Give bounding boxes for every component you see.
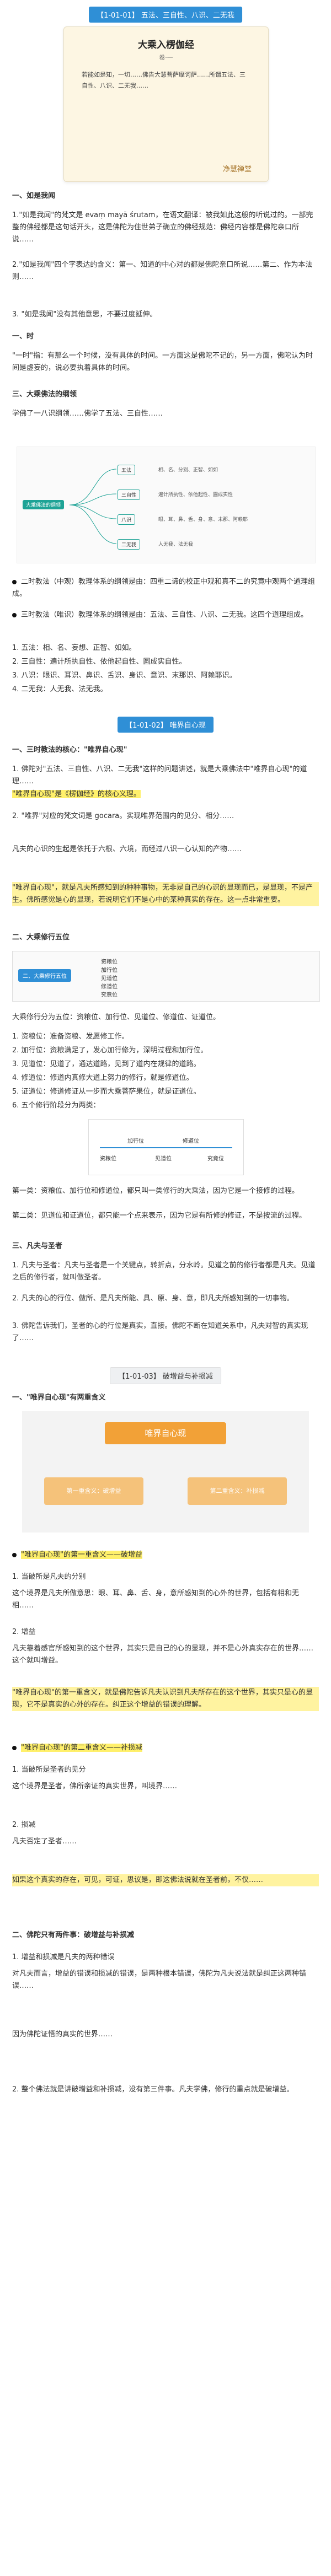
highlight-paragraph: "唯界自心现"，就是凡夫所感知到的种种事物，无非是自己的心识的显现而已，是显现，… — [12, 882, 319, 906]
mindmap-branch: 八识 — [118, 514, 136, 525]
paragraph: 2. 凡夫的心的行位、做所、是凡夫所能、具、原、身、意，即凡夫所感知到的一切事物… — [12, 1294, 294, 1303]
mindmap-root: 大乘佛法的纲领 — [23, 500, 65, 509]
bullet-icon — [12, 612, 17, 617]
paragraph: 对凡夫而言，增益的错误和损减的错误，是两种根本错误，佛陀为凡夫说法就是纠正这两种… — [12, 1970, 307, 1990]
paragraph: 1. 佛陀对"五法、三自性、八识、二无我"这样的问题讲述，就是大乘佛法中"唯界自… — [12, 765, 307, 786]
card-body: 若能如是知，一切……佛告大慧菩萨摩诃萨……所谓五法、三自性、八识、二无我…… — [82, 71, 245, 89]
section-tag: 【1-01-03】 破增益与补损减 — [110, 1367, 221, 1384]
bullet-icon — [12, 1745, 17, 1750]
flow-line — [100, 1147, 232, 1148]
list-item: 1. 五法：相、名、妄想、正智、如如。 — [12, 644, 136, 652]
two-meanings-diagram: 唯界自心现 第一重含义：破增益 第二重含义：补损减 — [22, 1411, 309, 1532]
heading: 一、如是我闻 — [12, 192, 56, 200]
card-seal: 净慧禅堂 — [222, 165, 252, 174]
section-tag: 【1-01-02】 唯界自心现 — [118, 717, 213, 733]
list-item: 2. 整个佛法就是讲破增益和补损减，没有第三件事。凡夫学佛，修行的重点就是破增益… — [12, 2085, 294, 2094]
stage-node: 修道位 — [101, 984, 118, 990]
paragraph: 凡夫靠着感官所感知到的这个世界，其实只是自己的心的显现，并不是心外真实存在的世界… — [12, 1644, 314, 1665]
diagram-left: 第一重含义：破增益 — [44, 1477, 143, 1505]
heading: 一、时 — [12, 332, 34, 341]
stage-diagram: 二、大乘修行五位 资粮位 加行位 见道位 修道位 究竟位 — [12, 951, 320, 1002]
list-item: 4. 修道位：修道内真修大道上努力的修行，就是修道位。 — [12, 1074, 194, 1082]
list-item: 5. 证道位：修道修证从一步而大乘菩萨果位，就是证道位。 — [12, 1088, 201, 1096]
mindmap-leaf: 相、名、分别、正智、如如 — [158, 467, 218, 473]
paragraph: 2. "唯界"对应的梵文词是 gocara。实现唯界范围内的见分、相分…… — [12, 812, 234, 820]
stage-node: 见道位 — [101, 976, 118, 982]
sutra-card: 大乘入楞伽经 卷·一 若能如是知，一切……佛告大慧菩萨摩诃萨……所谓五法、三自性… — [63, 26, 269, 182]
bullet-text: 二时教法（中观）教理体系的纲领是由：四重二谛的校正中观和真不二的究竟中观两个道理… — [12, 578, 316, 598]
mindmap-branch: 三自性 — [118, 490, 141, 500]
card-title: 大乘入楞伽经 — [138, 40, 194, 51]
mindmap-leaf: 遍计所执性、依他起性、圆成实性 — [158, 492, 233, 498]
list-item: 1. 增益和损减是凡夫的两种错误 — [12, 1953, 115, 1961]
list-item: 6. 五个修行阶段分为两类： — [12, 1101, 100, 1110]
mindmap-branch: 五法 — [118, 465, 136, 475]
heading: 三、大乘佛法的纲领 — [12, 390, 77, 399]
highlight-paragraph: "唯界自心现"的第一重含义，就是佛陀告诉凡夫认识到凡夫所存在的这个世界，其实只是… — [12, 1687, 319, 1711]
flow-label: 修道位 — [183, 1138, 199, 1144]
heading: 二、大乘修行五位 — [12, 933, 70, 942]
list-item: 1. 当破所是圣者的见分 — [12, 1766, 86, 1774]
paragraph: 凡夫的心识的生起是依托于六根、六境，而经过八识一心认知的产物…… — [12, 845, 242, 853]
paragraph: 这个境界是圣者，佛所亲证的真实世界，叫境界…… — [12, 1782, 178, 1790]
stage-node: 加行位 — [101, 967, 118, 974]
paragraph: 3. "如是我闻"没有其他意思，不要过度延伸。 — [12, 310, 157, 319]
highlight-heading: "唯界自心现"的第一重含义——破增益 — [21, 1551, 142, 1559]
paragraph: 学佛了一八识纲领……佛学了五法、三自性…… — [12, 410, 163, 418]
highlight-heading: "唯界自心现"的第二重含义——补损减 — [21, 1744, 142, 1752]
list-item: 4. 二无我：人无我、法无我。 — [12, 685, 108, 693]
list-item: 2. 损减 — [12, 1821, 36, 1829]
paragraph: 第二类：见道位和证道位，都只能一个点来表示，因为它是有所修的修证，不是按流的过程… — [12, 1212, 307, 1220]
flow-label: 究竟位 — [207, 1156, 224, 1162]
card-subtitle: 卷·一 — [159, 54, 173, 61]
paragraph: 2."如是我闻"四个字表达的含义：第一、知道的中心对的都是佛陀亲口所说……第二、… — [12, 261, 313, 281]
flow-label: 加行位 — [127, 1138, 144, 1144]
diagram-right: 第二重含义：补损减 — [188, 1477, 287, 1505]
list-item: 1. 当破所是凡夫的分别 — [12, 1573, 86, 1581]
list-item: 1. 资粮位：准备资粮、发愿修工作。 — [12, 1032, 129, 1041]
paragraph: "一时"指：有那么一个时候，没有具体的时间。一方面这是佛陀不记的，另一方面，佛陀… — [12, 352, 313, 372]
flow-label: 见道位 — [155, 1156, 172, 1162]
diagram-center: 唯界自心现 — [105, 1422, 226, 1444]
list-item: 2. 加行位：资粮满足了，发心加行修为，深明过程和加行位。 — [12, 1046, 208, 1055]
mindmap-lines — [69, 469, 117, 544]
list-item: 2. 增益 — [12, 1628, 36, 1636]
flow-label: 资粮位 — [100, 1156, 116, 1162]
paragraph: 第一类：资粮位、加行位和修道位，都只叫一类修行的大乘法，因为它是一个接修的过程。 — [12, 1187, 300, 1195]
mindmap-leaf: 人无我、法无我 — [158, 542, 194, 547]
bullet-icon — [12, 579, 17, 584]
highlight-paragraph: 如果这个真实的存在，可见，可证，思议是，即这佛法说就在圣者前，不仅…… — [12, 1874, 319, 1886]
stage-node: 究竟位 — [101, 992, 118, 998]
flow-diagram: 资粮位 加行位 见道位 修道位 究竟位 — [88, 1119, 244, 1175]
paragraph: 这个境界是凡夫所做意思：眼、耳、鼻、舌、身，意所感知到的心外的世界，包括有相和无… — [12, 1589, 300, 1610]
paragraph: 1."如是我闻"的梵文是 evaṃ mayā śrutam，在语文翻译：被我如此… — [12, 211, 313, 244]
list-item: 3. 见道位：见道了，通达道路，见到了道内在规律的道路。 — [12, 1060, 201, 1068]
bullet-paragraph: 三时教法（唯识）教理体系的纲领是由：五法、三自性、八识、二无我。这四个道理组成。 — [12, 609, 319, 621]
paragraph: 因为佛陀证悟的真实的世界…… — [12, 2030, 113, 2039]
stage-root: 二、大乘修行五位 — [18, 969, 71, 982]
paragraph: 凡夫否定了圣者…… — [12, 1837, 77, 1846]
bullet-icon — [12, 1552, 17, 1557]
heading: 一、"唯界自心现"有两重含义 — [12, 1394, 106, 1402]
paragraph: 3. 佛陀告诉我们，圣者的心的行位是真实，直接。佛陀不断在知道关系中，凡夫对智的… — [12, 1322, 308, 1342]
section-tag: 【1-01-01】 五法、三自性、八识、二无我 — [89, 7, 242, 23]
mindmap-leaf: 眼、耳、鼻、舌、身、意、末那、阿赖耶 — [158, 517, 248, 523]
list-item: 3. 八识：眼识、耳识、鼻识、舌识、身识、意识、末那识、阿赖耶识。 — [12, 671, 237, 680]
mindmap-diagram: 大乘佛法的纲领 五法 三自性 八识 二无我 相、名、分别、正智、如如 遍计所执性… — [17, 447, 316, 563]
heading: 三、凡夫与圣者 — [12, 1242, 63, 1250]
paragraph: 大乘修行分为五位：资粮位、加行位、见道位、修道位、证道位。 — [12, 1013, 221, 1021]
highlight: "唯界自心现"是《楞伽经》的核心义理。 — [12, 790, 141, 798]
heading: 二、佛陀只有两件事：破增益与补损减 — [12, 1931, 135, 1939]
stage-node: 资粮位 — [101, 959, 118, 965]
bullet-paragraph: 二时教法（中观）教理体系的纲领是由：四重二谛的校正中观和真不二的究竟中观两个道理… — [12, 576, 319, 600]
bullet-text: 三时教法（唯识）教理体系的纲领是由：五法、三自性、八识、二无我。这四个道理组成。 — [21, 611, 308, 619]
heading: 一、三时教法的核心："唯界自心现" — [12, 746, 127, 754]
list-item: 2. 三自性：遍计所执自性、依他起自性、圆成实自性。 — [12, 658, 186, 666]
mindmap-branch: 二无我 — [118, 539, 141, 550]
paragraph: 1. 凡夫与圣者：凡夫与圣者是一个关键点，转折点，分水岭。见道之前的修行者都是凡… — [12, 1261, 316, 1282]
